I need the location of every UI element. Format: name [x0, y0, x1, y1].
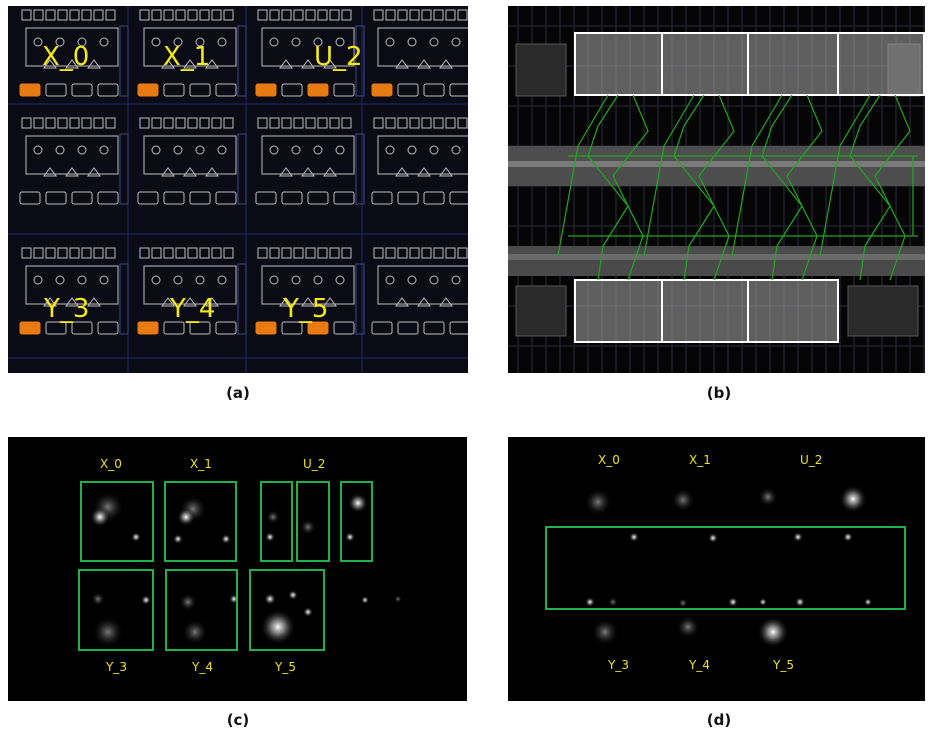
panel-b-routing-image	[508, 6, 925, 373]
caption-a: (a)	[226, 384, 250, 402]
panel-a-label-y5: Y_5	[283, 294, 329, 324]
panel-b-routing	[508, 6, 925, 373]
panel-d-label-y5: Y_5	[773, 658, 794, 672]
panel-d-spots	[545, 485, 906, 648]
panel-d-label-y4: Y_4	[689, 658, 710, 672]
panel-d-label-x1: X_1	[689, 453, 711, 467]
panel-a-label-x0: X_0	[42, 42, 90, 72]
panel-a-label-u2: U_2	[314, 42, 363, 72]
panel-c-emission-image: X_0 X_1 U_2 Y_3 Y_4 Y_5	[8, 437, 467, 701]
panel-a-layout-image: X_0 X_1 U_2 Y_3 Y_4 Y_5	[8, 6, 468, 373]
panel-a-label-y4: Y_4	[170, 294, 216, 324]
caption-d: (d)	[706, 711, 732, 729]
panel-d-label-y3: Y_3	[608, 658, 629, 672]
panel-d-label-x0: X_0	[598, 453, 620, 467]
panel-a-label-x1: X_1	[163, 42, 211, 72]
panel-c-label-y5: Y_5	[275, 660, 296, 674]
panel-c-label-u2: U_2	[303, 457, 326, 471]
panel-c-label-y3: Y_3	[106, 660, 127, 674]
panel-a-cells	[8, 6, 468, 373]
panel-d-emission-image: X_0 X_1 U_2 Y_3 Y_4 Y_5	[508, 437, 925, 701]
caption-b: (b)	[706, 384, 732, 402]
panel-c-label-x1: X_1	[190, 457, 212, 471]
panel-d-label-u2: U_2	[800, 453, 823, 467]
panel-c-label-x0: X_0	[100, 457, 122, 471]
caption-c: (c)	[226, 711, 250, 729]
panel-c-spots	[78, 481, 402, 651]
panel-c-label-y4: Y_4	[192, 660, 213, 674]
panel-a-label-y3: Y_3	[44, 294, 90, 324]
